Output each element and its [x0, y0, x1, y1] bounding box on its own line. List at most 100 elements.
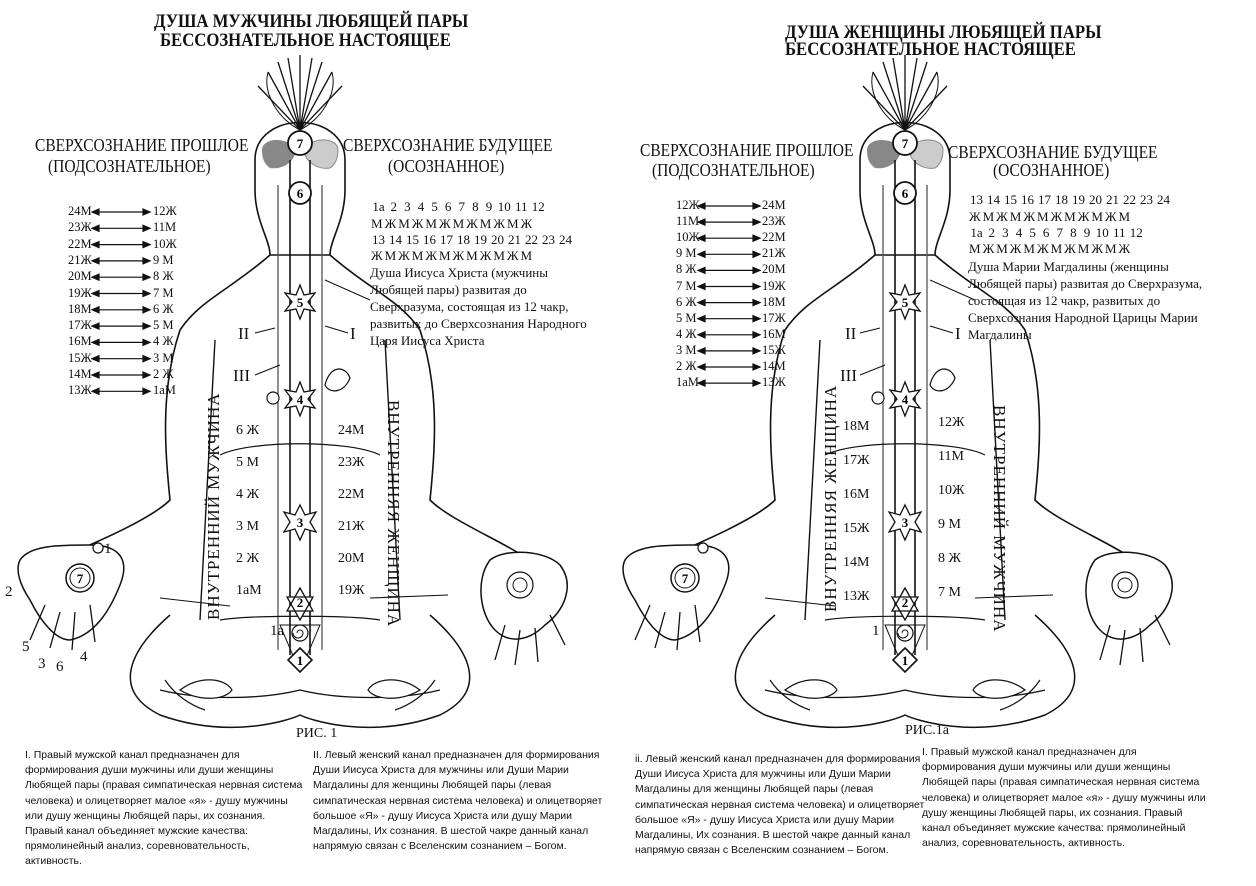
rg4-cell-1: Ж: [982, 241, 995, 256]
right-col-left-5: 13Ж: [843, 589, 870, 604]
left-pair-arrow-4-head: [142, 273, 152, 282]
right-pair-right-7: 17Ж: [762, 310, 786, 325]
rg1-cell-10: 23: [1140, 192, 1153, 207]
rg1-cell-8: 21: [1106, 192, 1119, 207]
rg2-cell-3: М: [1009, 209, 1022, 224]
right-pair-left-5: 7 М: [676, 278, 697, 293]
lg1-cell-7: 8: [472, 199, 479, 214]
right-roman-i: I: [955, 324, 961, 343]
left-description: Душа Иисуса Христа (мужчины Любящей пары…: [370, 265, 587, 348]
rg3-cell-8: 9: [1083, 225, 1091, 240]
left-pair-arrow-1-head: [142, 224, 152, 233]
left-past-subheader: (ПОДСОЗНАТЕЛЬНОЕ): [48, 156, 211, 176]
right-pair-arrow-6-head: [752, 298, 762, 307]
rg2-cell-2: Ж: [996, 209, 1008, 224]
lg2-cell-6: М: [452, 216, 465, 231]
rg4-cell-8: М: [1077, 241, 1090, 256]
rg3-cell-10: 11: [1112, 225, 1126, 240]
rg4-cell-6: М: [1050, 241, 1063, 256]
right-pair-arrow-7-head: [696, 314, 706, 323]
left-col-left-2: 4 Ж: [236, 487, 260, 502]
right-chakra-6: 6: [902, 186, 909, 201]
right-col-left-1: 17Ж: [843, 453, 870, 468]
right-pair-right-6: 18М: [762, 294, 786, 309]
left-future-header: СВЕРХСОЗНАНИЕ БУДУЩЕЕ: [343, 135, 553, 155]
rg1-cell-3: 16: [1021, 192, 1034, 207]
left-pair-arrow-6-head: [90, 305, 100, 314]
lg1-cell-0: 1а: [372, 199, 385, 214]
left-col-right-5: 19Ж: [338, 583, 365, 598]
right-pair-arrow-10-head: [696, 363, 706, 371]
left-col-right-2: 22М: [338, 487, 365, 502]
left-chakra-3: 3: [297, 515, 304, 530]
left-palm-chakra-7: 7: [77, 571, 84, 586]
lg2-cell-2: М: [398, 216, 410, 231]
rg2-cell-5: М: [1036, 209, 1049, 224]
right-pair-arrow-0-head: [696, 202, 706, 210]
left-pair-arrow-2-head: [142, 240, 152, 249]
left-pair-left-4: 20М: [68, 269, 92, 284]
right-pair-arrow-9-head: [752, 346, 762, 355]
right-chakra-1: 1: [902, 653, 909, 668]
left-chakra-5: 5: [297, 295, 304, 310]
right-past-subheader: (ПОДСОЗНАТЕЛЬНОЕ): [652, 160, 815, 180]
right-description: Душа Марии Магдалины (женщины Любящей па…: [968, 259, 1203, 342]
rg2-cell-8: Ж: [1077, 209, 1090, 224]
right-future-header: СВЕРХСОЗНАНИЕ БУДУЩЕЕ: [948, 142, 1158, 162]
lg3-cell-11: 24: [559, 232, 572, 247]
lg3-cell-9: 22: [525, 232, 538, 247]
rg3-cell-5: 6: [1042, 225, 1050, 240]
left-hand-num-2: 2: [5, 584, 13, 600]
left-col-right-0: 24М: [338, 423, 365, 438]
left-col-left-1: 5 М: [236, 455, 259, 470]
rg2-cell-0: Ж: [968, 209, 981, 224]
left-pair-arrow-7-head: [142, 322, 152, 331]
left-pair-arrow-3-head: [90, 256, 100, 265]
lg4-cell-0: Ж: [370, 248, 383, 263]
rg3-cell-7: 8: [1070, 225, 1077, 240]
right-pair-left-7: 5 М: [676, 310, 697, 325]
right-pair-left-11: 1аМ: [676, 375, 699, 390]
right-pair-left-2: 10Ж: [676, 230, 700, 245]
left-pair-arrow-8-head: [142, 338, 152, 347]
rg3-cell-1: 2: [988, 225, 996, 240]
rg2-cell-6: Ж: [1050, 209, 1063, 224]
lg1-cell-1: 2: [390, 199, 398, 214]
left-col-right-3: 21Ж: [338, 519, 365, 534]
left-col-left-5: 1аМ: [236, 583, 262, 598]
lg1-cell-9: 10: [497, 199, 511, 214]
left-pair-left-1: 23Ж: [68, 220, 92, 235]
lg4-cell-8: Ж: [479, 248, 492, 263]
lg1-cell-4: 5: [431, 199, 438, 214]
right-pair-right-1: 23Ж: [762, 214, 786, 229]
lg2-cell-1: Ж: [384, 216, 397, 231]
lg4-cell-1: М: [384, 248, 397, 263]
left-hand-num-1: 1: [104, 541, 112, 557]
right-palm-chakra-7: 7: [682, 571, 689, 586]
left-pair-arrow-4-head: [90, 273, 100, 282]
right-pair-right-8: 16М: [762, 326, 786, 341]
left-pair-left-8: 16М: [68, 334, 92, 349]
right-pair-arrow-8-head: [752, 330, 762, 339]
left-hand-num-6: 6: [56, 659, 64, 675]
right-pair-arrow-0-head: [752, 202, 762, 210]
left-pair-right-11: 1аМ: [153, 383, 176, 398]
right-pair-arrow-1-head: [696, 218, 706, 227]
rg2-cell-7: М: [1064, 209, 1076, 224]
lg3-cell-2: 15: [406, 232, 419, 247]
left-pair-arrow-2-head: [90, 240, 100, 249]
lg1-cell-2: 3: [404, 199, 411, 214]
right-vert-inner-man-text: ВНУТРЕННИЙ МУЖЧИНА: [990, 405, 1009, 633]
lg2-cell-7: Ж: [466, 216, 478, 231]
left-title-line2: БЕССОЗНАТЕЛЬНОЕ НАСТОЯЩЕЕ: [160, 30, 451, 51]
right-pair-arrow-11-head: [752, 379, 762, 388]
left-col-left-4: 2 Ж: [236, 551, 260, 566]
rg4-cell-10: М: [1104, 241, 1117, 256]
right-pair-arrow-6-head: [696, 298, 706, 307]
